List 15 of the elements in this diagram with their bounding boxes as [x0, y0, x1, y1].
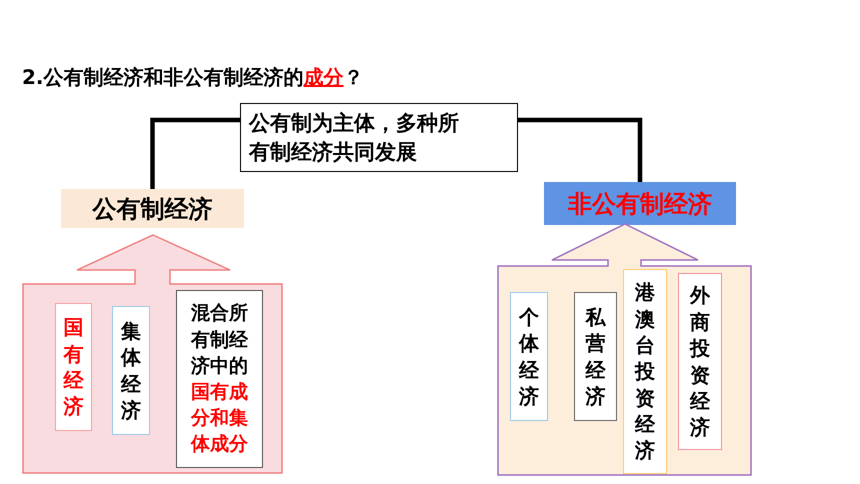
- text-box: 混合所有制经济中的国有成分和集体成分: [176, 290, 263, 468]
- vertical-label-box: 私营经济: [574, 292, 617, 421]
- vertical-label-box: 国有经济: [55, 303, 92, 431]
- heading: 2.公有制经济和非公有制经济的成分？: [22, 64, 364, 91]
- connector-line: [518, 118, 642, 182]
- connector-line: [150, 118, 240, 189]
- category-band: 非公有制经济: [544, 182, 736, 225]
- vertical-label-box: 港澳台投资经济: [623, 269, 667, 474]
- vertical-label-box: 集体经济: [112, 306, 150, 435]
- arrow-shaped-panel: [23, 235, 282, 473]
- vertical-label-box: 个体经济: [510, 292, 548, 421]
- arrow-shaped-panel: [498, 224, 751, 475]
- vertical-label-box: 外商投资经济: [678, 273, 722, 450]
- text-box: 公有制为主体，多种所有制经济共同发展: [240, 103, 518, 172]
- category-band: 公有制经济: [61, 189, 244, 228]
